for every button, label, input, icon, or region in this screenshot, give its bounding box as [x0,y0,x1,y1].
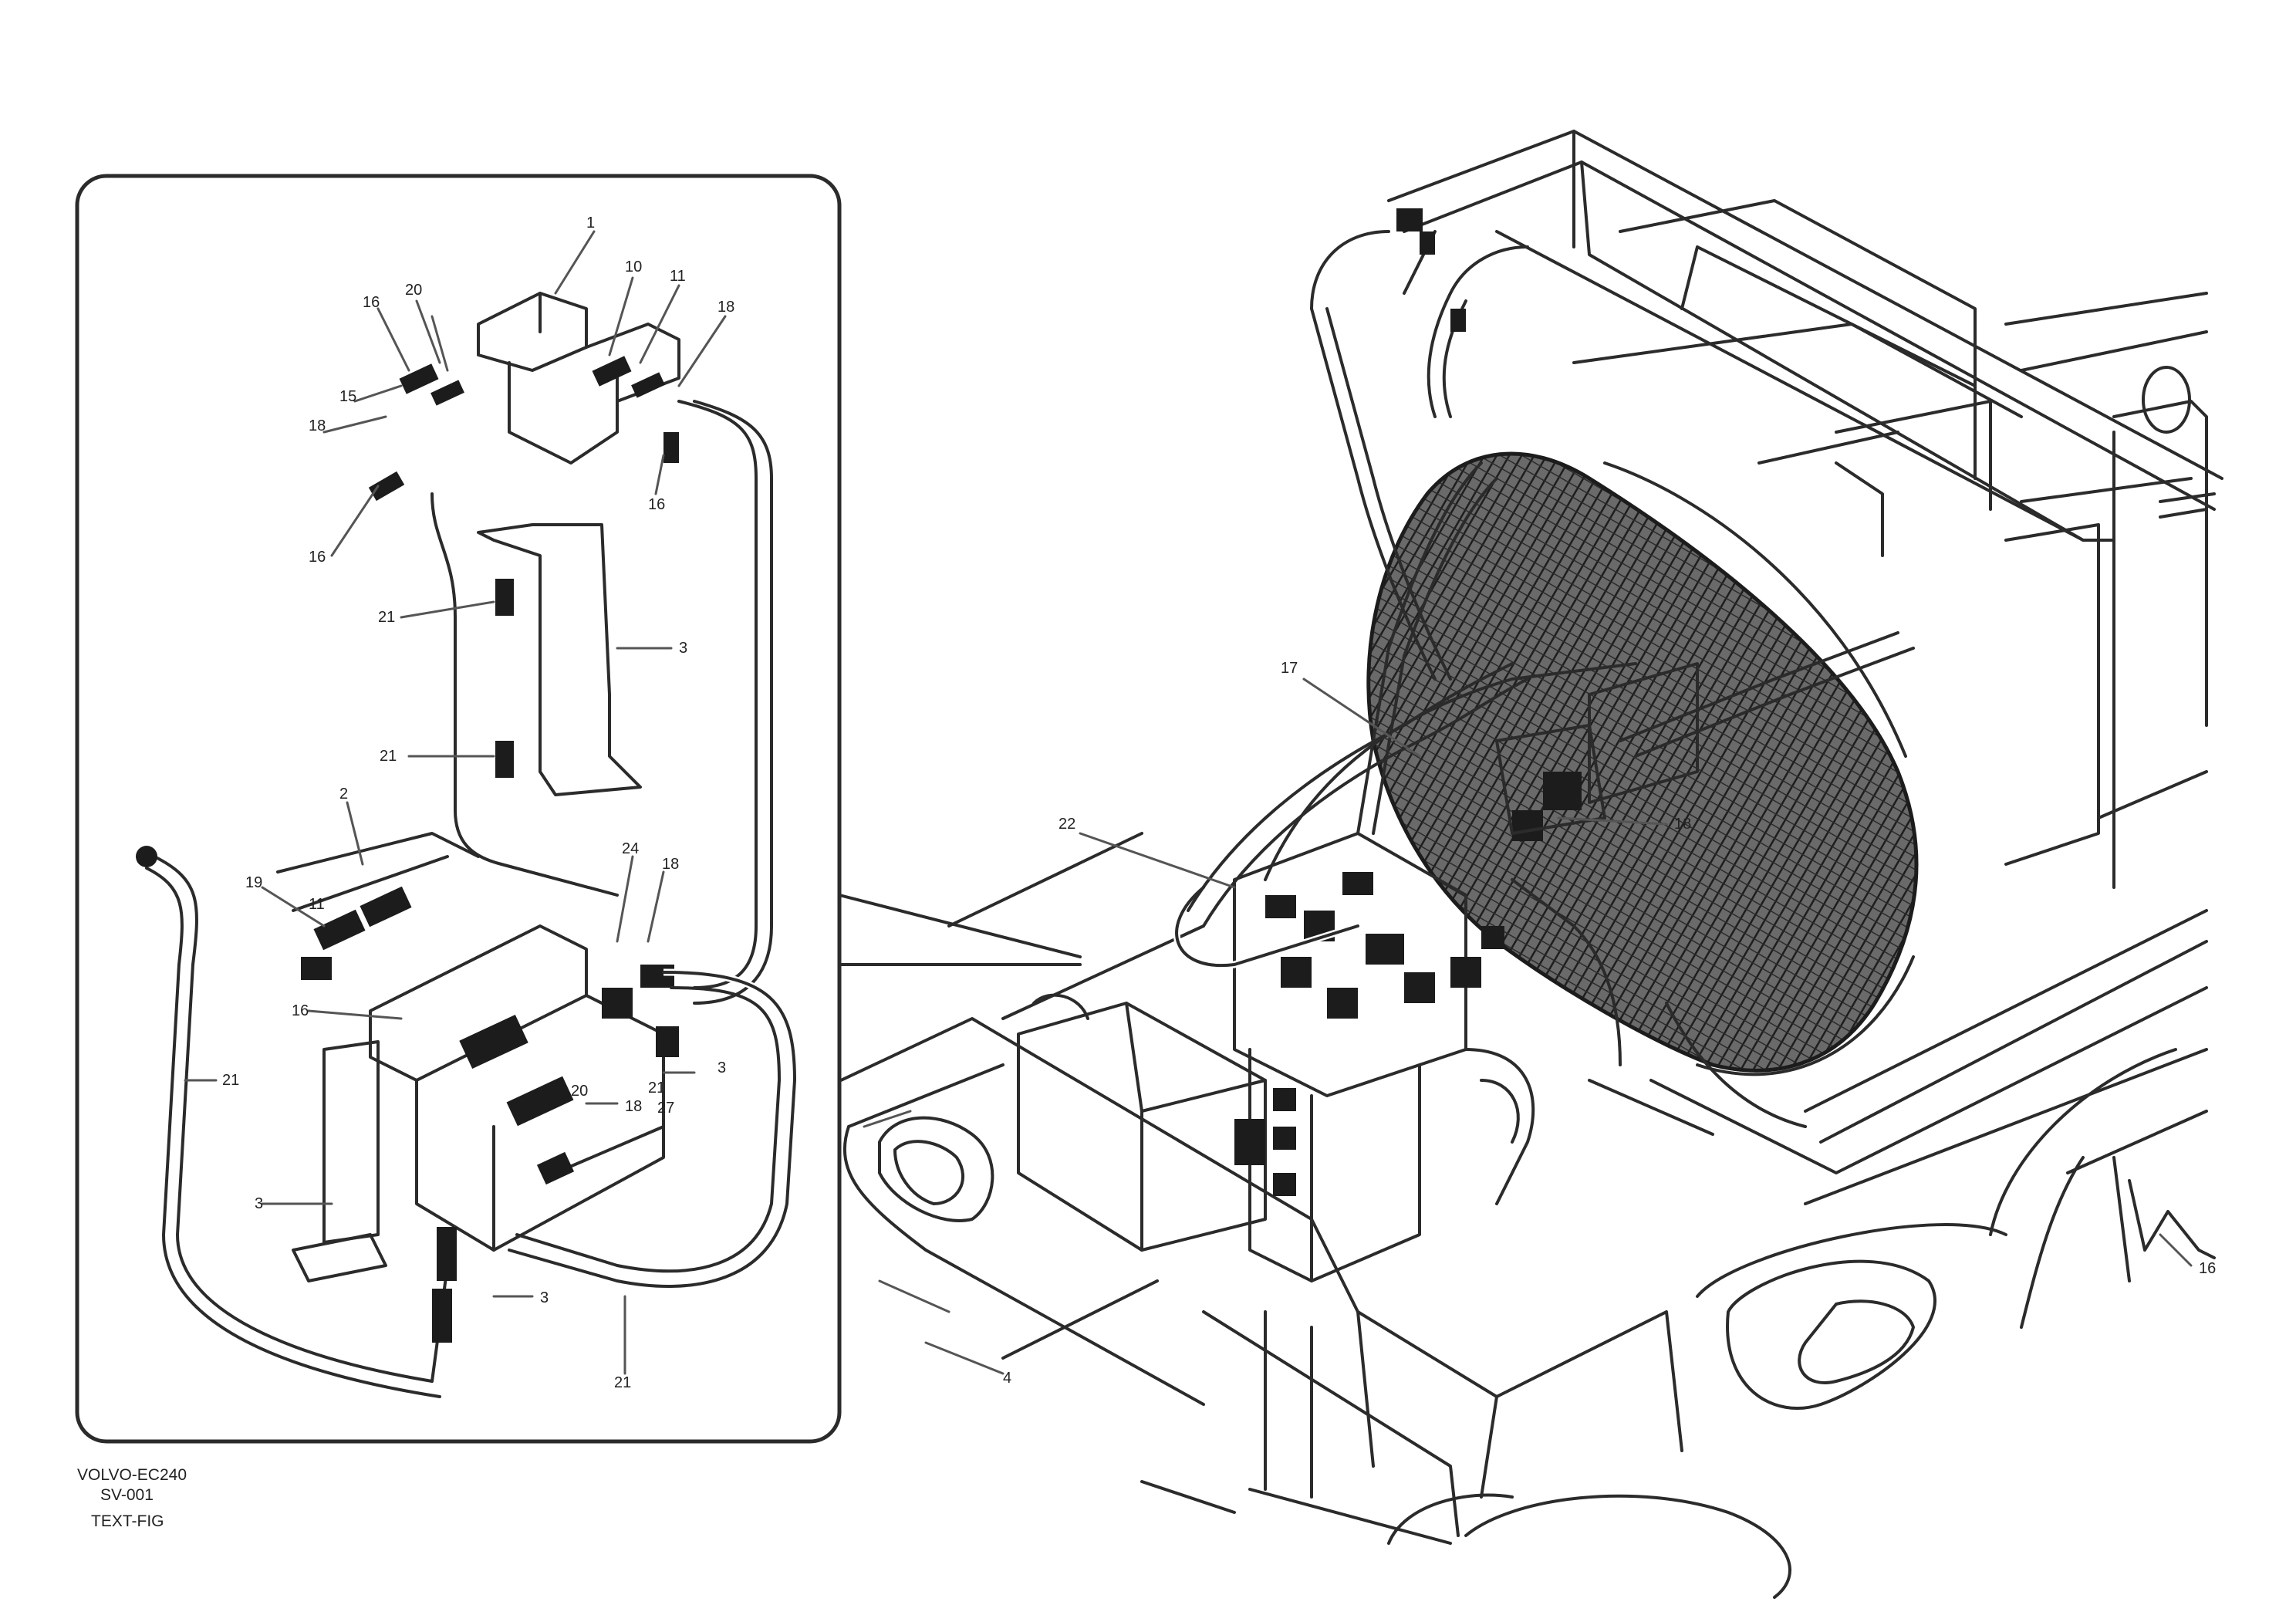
callout-label: 15 [339,388,356,405]
callout-label: 21 [380,748,397,765]
inset-connector-lines [838,894,1082,966]
main-assembly-view: 17 22 18 4 16 [839,130,2223,1599]
inset-detail-view: 1 20 10 11 18 16 15 18 16 16 21 3 21 2 1… [75,174,842,1444]
callout-label: 20 [571,1083,588,1100]
callout-label: 16 [2199,1260,2216,1277]
callout-label: 10 [625,259,642,275]
callout-label: 21 [222,1072,239,1089]
callout-label: 4 [1003,1370,1011,1387]
callout-label: 11 [309,896,325,913]
figure-reference: VOLVO-EC240 SV-001 TEXT-FIG [77,1466,187,1530]
reference-line-1: VOLVO-EC240 [77,1466,187,1484]
oil-cooler-block [1017,993,1267,1252]
callout-label: 16 [309,549,326,566]
callout-label: 2 [339,786,348,803]
reference-line-2: SV-001 [100,1486,154,1504]
side-frame [1649,770,2216,1410]
callout-label: 18 [309,417,326,434]
callout-label: 18 [1674,816,1691,833]
callout-label: 22 [1059,816,1075,833]
callout-label: 24 [622,840,639,857]
callout-label: 3 [679,640,687,657]
callout-label: 16 [648,496,665,513]
callout-label: 1 [586,215,595,231]
main-callouts: 17 22 18 4 16 [1003,660,2216,1387]
callout-label: 18 [625,1098,642,1115]
callout-label: 18 [662,856,679,873]
callout-label: 21 [614,1374,631,1391]
reference-line-3: TEXT-FIG [91,1512,164,1530]
callout-label: 21 [378,609,395,626]
callout-label: 17 [1281,660,1298,677]
callout-label: 16 [363,294,380,311]
callout-label: 3 [540,1289,549,1306]
lower-left-hose [153,855,449,1383]
lower-manifold-assembly [276,832,679,1252]
callout-label: 21 [648,1080,665,1097]
mounting-plate [322,1040,380,1244]
callout-label: 16 [292,1002,309,1019]
callout-label: 3 [718,1059,726,1076]
callout-label: 27 [657,1100,674,1117]
callout-label: 18 [718,299,734,316]
right-hose-loop [677,400,758,989]
lower-right-hose [508,971,796,1288]
main-hoses [1173,208,1915,1205]
top-valve-assembly [368,292,680,502]
inset-callouts: 1 20 10 11 18 16 15 18 16 16 21 3 21 2 1… [222,215,734,1391]
u-hose [477,523,642,796]
cooling-fan [1366,451,1919,1076]
leader-lines [184,230,727,1375]
callout-label: 20 [405,282,422,299]
inset-frame [75,174,842,1444]
callout-label: 11 [670,268,686,285]
valve-manifold [1233,724,1606,1282]
callout-label: 3 [255,1195,263,1212]
main-leader-lines [863,678,2193,1375]
callout-label: 19 [245,874,262,891]
